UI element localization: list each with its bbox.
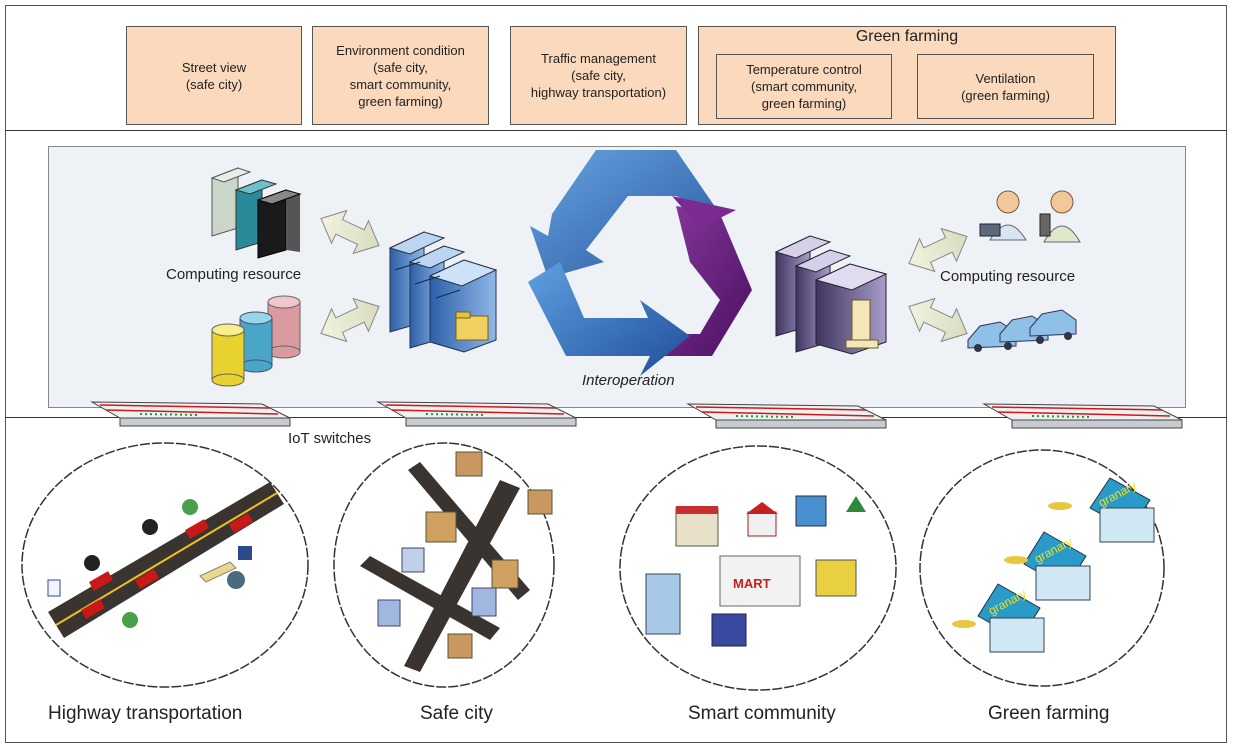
database-icon <box>211 295 301 387</box>
iot-switches-label: IoT switches <box>288 430 372 447</box>
interoperation-label: Interoperation <box>582 372 675 389</box>
mart-sign: MART <box>733 576 771 591</box>
highway-icon <box>47 482 284 638</box>
service-traffic-management: Traffic management (safe city, highway t… <box>510 26 687 125</box>
iot-switch-icon <box>90 401 291 427</box>
grain-pile-icon <box>952 620 976 628</box>
tower-computers-icon <box>210 167 302 259</box>
granary-icon: granary <box>977 583 1045 653</box>
city-streets-icon <box>360 451 553 672</box>
double-arrow-icon <box>320 297 380 343</box>
interoperation-cycle-icon <box>528 150 752 376</box>
domain-label-highway: Highway transportation <box>48 703 243 724</box>
users-icon <box>979 190 1081 243</box>
tier-divider-bottom <box>5 417 1227 418</box>
service-environment-condition: Environment condition (safe city, smart … <box>312 26 489 125</box>
granary-icon: granary <box>1023 531 1091 601</box>
tier-divider-top <box>5 130 1227 131</box>
domain-label-green-farming: Green farming <box>988 703 1110 724</box>
computing-resource-label-left: Computing resource <box>166 266 302 283</box>
diagram-frame <box>5 5 1227 743</box>
service-street-view: Street view (safe city) <box>126 26 302 125</box>
server-cluster-icon <box>774 235 888 355</box>
iot-switch-icon <box>376 401 577 427</box>
service-ventilation: Ventilation (green farming) <box>917 54 1094 119</box>
green-farming-group-title: Green farming <box>855 28 959 45</box>
computing-resource-label-right: Computing resource <box>940 268 1076 285</box>
domain-label-safe-city: Safe city <box>420 703 493 724</box>
grain-pile-icon <box>1004 556 1028 564</box>
double-arrow-icon <box>320 209 380 255</box>
cars-icon <box>967 309 1077 352</box>
double-arrow-icon <box>908 227 968 273</box>
double-arrow-icon <box>908 297 968 343</box>
community-buildings-icon: MART <box>645 495 866 647</box>
domain-label-smart-community: Smart community <box>688 703 836 724</box>
grain-pile-icon <box>1048 502 1072 510</box>
iot-switch-icon <box>686 403 887 429</box>
server-cluster-icon <box>388 231 498 353</box>
iot-switch-icon <box>982 403 1183 429</box>
service-temperature-control: Temperature control (smart community, gr… <box>716 54 892 119</box>
